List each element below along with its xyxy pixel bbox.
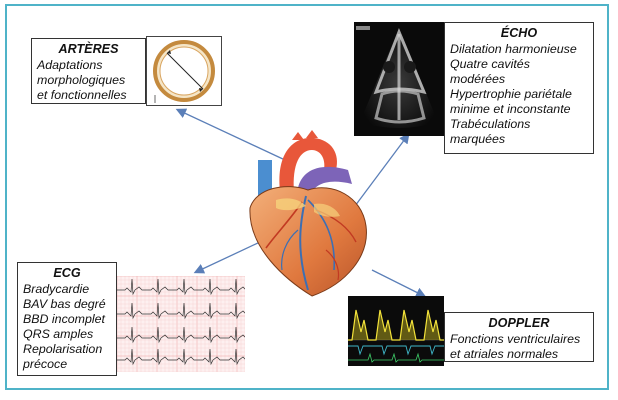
arrow-to-echo [351,132,410,211]
artery-cross-section-icon [146,36,222,106]
ecg-title: ECG [53,266,81,280]
doppler-box: DOPPLER Fonctions ventriculaires et atri… [444,312,594,362]
doppler-title: DOPPLER [488,316,550,330]
echo-line: Dilatation harmonieuse [450,42,577,56]
echo-box: ÉCHO Dilatation harmonieuse Quatre cavit… [444,22,594,154]
arteres-line: Adaptations [37,58,103,72]
ecg-line: BBD incomplet [23,312,105,326]
echo-line: minime et inconstante [450,102,571,116]
echo-scan-image [354,22,444,136]
echo-line: Quatre cavités [450,57,530,71]
heart-illustration [236,130,376,298]
ecg-box: ECG Bradycardie BAV bas degré BBD incomp… [17,262,117,376]
echo-line: modérées [450,72,506,86]
echo-line: Trabéculations [450,117,531,131]
arteres-line: et fonctionnelles [37,88,127,102]
doppler-line: Fonctions ventriculaires [450,332,581,346]
arrow-to-ecg [193,241,261,274]
arteres-box: ARTÈRES Adaptations morphologiques et fo… [31,38,146,104]
ecg-line: QRS amples [23,327,94,341]
arrow-to-arteres [175,108,286,161]
ecg-line: précoce [23,357,68,371]
echo-line: Hypertrophie pariétale [450,87,572,101]
arteres-line: morphologiques [37,73,126,87]
ecg-strip-image [116,275,247,373]
doppler-line: et atriales normales [450,347,559,361]
echo-title: ÉCHO [500,26,538,40]
echo-line: marquées [450,132,506,146]
ecg-line: Bradycardie [23,282,90,296]
ecg-line: BAV bas degré [23,297,106,311]
arrow-to-doppler [371,269,427,298]
doppler-trace-image [348,296,444,366]
ecg-line: Repolarisation [23,342,103,356]
arteres-title: ARTÈRES [58,42,119,56]
